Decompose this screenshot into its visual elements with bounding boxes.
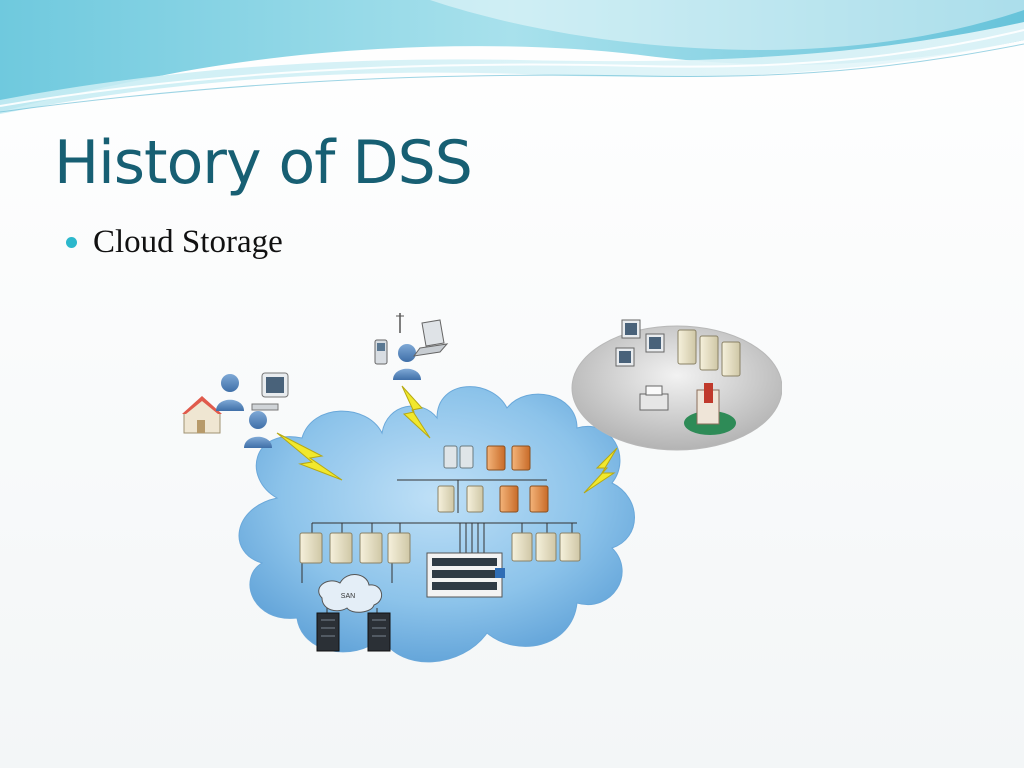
cloud-shape [238,386,635,663]
server-icon [299,532,323,564]
server-icon [443,445,458,469]
bullet-item: Cloud Storage [66,224,283,261]
server-icon [529,485,549,513]
server-icon [466,485,484,513]
bullet-text: Cloud Storage [93,224,283,260]
page-title: History of DSS [54,128,473,198]
user-icon [244,411,272,448]
cloud-storage-diagram: SAN [182,313,782,663]
san-label: SAN [341,593,355,600]
server-icon [459,445,474,469]
lightning-icon [583,447,618,494]
home-icon [182,396,222,434]
bullet-dot-icon [66,237,77,248]
server-icon [535,532,557,562]
server-icon [677,329,697,365]
server-icon [721,341,741,377]
san-cloud: SAN [318,574,383,613]
mobile-phone-icon [374,339,388,365]
server-icon [559,532,581,562]
antenna-icon [396,313,404,333]
laptop-icon [412,319,449,357]
storage-rack-icon [367,612,391,652]
server-icon [329,532,353,564]
storage-array-icon [426,552,505,598]
enterprise-site-ellipse [571,325,782,451]
server-icon [437,485,455,513]
server-icon [486,445,506,471]
server-icon [511,532,533,562]
storage-rack-icon [316,612,340,652]
server-icon [699,335,719,371]
server-icon [499,485,519,513]
desktop-icon [645,333,665,353]
user-icon [393,344,421,380]
user-icon [216,374,244,411]
building-icon [684,383,736,435]
printer-icon [639,385,669,411]
lightning-icon [276,432,343,481]
lightning-icon [401,385,431,439]
server-icon [387,532,411,564]
desktop-icon [621,319,641,339]
wave-banner [0,0,1024,114]
network-lines [301,479,577,613]
server-icon [359,532,383,564]
desktop-icon [251,372,289,411]
desktop-icon [615,347,635,367]
server-icon [511,445,531,471]
